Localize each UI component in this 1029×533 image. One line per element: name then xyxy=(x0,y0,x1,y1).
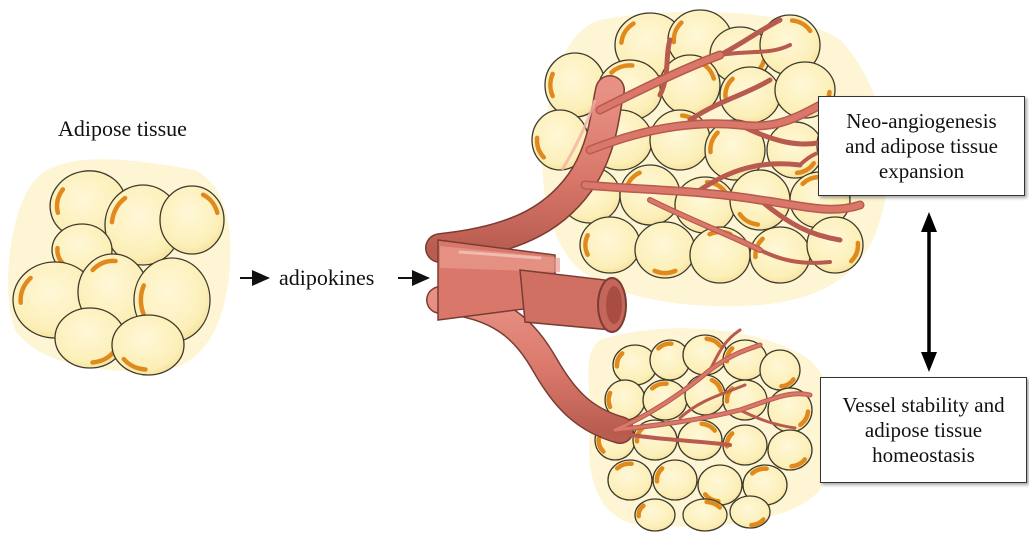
adipocyte-cell xyxy=(112,315,184,375)
bottom-box-line-2: adipose tissue xyxy=(821,418,1026,443)
adipocyte-cell xyxy=(650,110,710,170)
left-title-label: Adipose tissue xyxy=(58,115,187,142)
nucleus-mark xyxy=(585,235,587,254)
adipocyte-cell xyxy=(683,335,727,375)
adipocyte-cell xyxy=(608,460,652,500)
adipocyte-cell xyxy=(690,227,750,283)
top-outcome-box: Neo-angiogenesis and adipose tissue expa… xyxy=(818,96,1025,196)
adipocyte-cell xyxy=(160,186,224,254)
bottom-box-line-1: Vessel stability and xyxy=(821,393,1026,418)
adipocyte-cell xyxy=(768,430,812,470)
adipocyte-cell xyxy=(580,217,640,273)
top-box-line-2: and adipose tissue xyxy=(819,134,1024,159)
double-arrow xyxy=(921,212,937,372)
bottom-box-line-3: homeostasis xyxy=(821,443,1026,468)
adipocyte-cell xyxy=(720,67,780,123)
adipokines-label: adipokines xyxy=(279,264,374,291)
top-box-line-3: expansion xyxy=(819,159,1024,184)
nucleus-mark xyxy=(655,271,676,273)
adipocyte-cell xyxy=(683,499,727,531)
adipocyte-cell xyxy=(750,227,810,283)
adipocyte-cell xyxy=(635,222,695,278)
adipocyte-cell xyxy=(767,122,823,178)
top-box-line-1: Neo-angiogenesis xyxy=(819,109,1024,134)
adipocyte-cell xyxy=(760,350,800,390)
bottom-outcome-box: Vessel stability and adipose tissue home… xyxy=(820,377,1027,483)
adipocyte-cell xyxy=(635,499,675,531)
nucleus-mark xyxy=(550,74,552,96)
nucleus-mark xyxy=(609,393,611,407)
adipocyte-cell xyxy=(653,460,697,500)
adipocyte-cell xyxy=(730,496,770,528)
